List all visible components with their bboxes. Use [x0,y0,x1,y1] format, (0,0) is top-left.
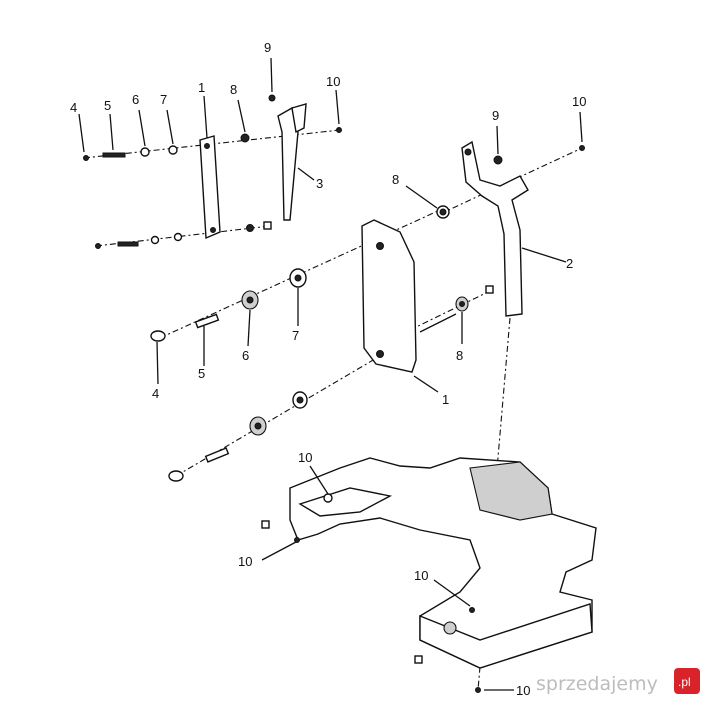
label-7-top: 7 [160,92,167,107]
label-1: 1 [442,392,449,407]
label-10-base-c: 10 [414,568,428,583]
label-3: 3 [316,176,323,191]
label-4-top: 4 [70,100,77,115]
main-plate-assembly [150,209,494,482]
label-10-top: 10 [326,74,340,89]
lever-part-2 [461,140,529,317]
main-plate-part-1 [361,219,417,373]
callout-labels: 4 5 6 7 1 8 9 10 9 10 3 8 2 7 6 5 4 8 1 … [70,40,586,698]
label-6-top: 6 [132,92,139,107]
label-10-base-a: 10 [298,450,312,465]
label-4: 4 [152,386,159,401]
label-9-right: 9 [492,108,499,123]
label-6: 6 [242,348,249,363]
label-7: 7 [292,328,299,343]
label-8-low: 8 [456,348,463,363]
label-9-top: 9 [264,40,271,55]
label-5: 5 [198,366,205,381]
watermark-badge [674,668,700,694]
label-1-top: 1 [198,80,205,95]
small-plate-part-1 [199,135,221,240]
upper-left-bracket-assembly [78,57,342,249]
watermark-text: sprzedajemy [536,673,658,695]
watermark-suffix: .pl [678,675,691,689]
right-lever-assembly [405,111,585,317]
label-10-base-d: 10 [516,683,530,698]
base-chassis-assembly [261,317,597,693]
label-10-base-b: 10 [238,554,252,569]
label-8-mid: 8 [392,172,399,187]
label-5-top: 5 [104,98,111,113]
label-8-top: 8 [230,82,237,97]
watermark: sprzedajemy .pl [536,668,700,695]
label-10-right: 10 [572,94,586,109]
label-2: 2 [566,256,573,271]
